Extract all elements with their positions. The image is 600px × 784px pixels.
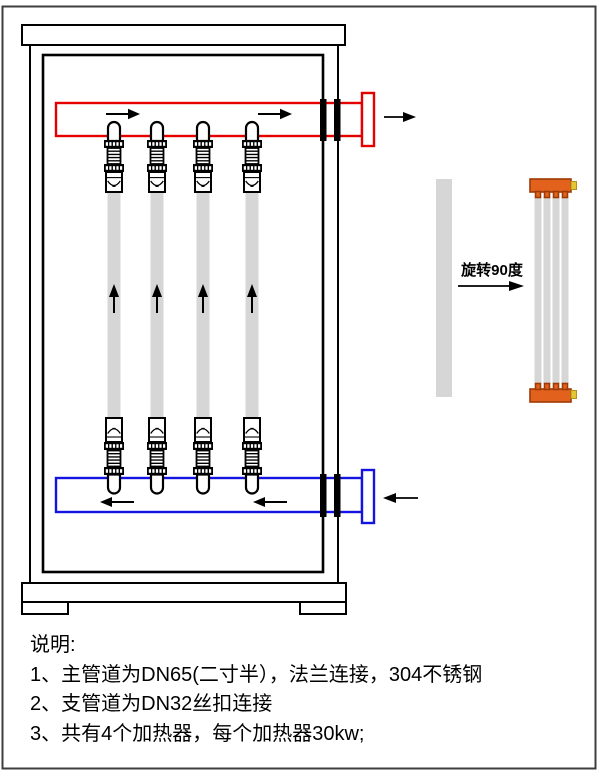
flow-left-arrow-icon: [253, 497, 287, 507]
front-view-top-header: [529, 178, 572, 199]
wall-seal-icon: [320, 99, 327, 141]
front-view-tube: [534, 197, 542, 384]
heater-front-view: [529, 178, 577, 403]
note-item-1: 1、主管道为DN65(二寸半），法兰连接，304不锈钢: [30, 663, 483, 686]
outlet-arrow-icon: [384, 112, 416, 122]
flow-left-arrow-icon: [100, 497, 134, 507]
wall-seal-icon: [320, 474, 327, 517]
wall-seal-icon: [334, 99, 341, 141]
page-border: [1, 5, 597, 770]
inlet-flange: [360, 468, 376, 525]
cabinet-foot-left: [21, 601, 69, 615]
rotate-90-label: 旋转90度: [461, 262, 523, 279]
cabinet-base: [21, 582, 347, 603]
cabinet-foot-right: [299, 601, 347, 615]
front-view-tube: [561, 197, 569, 384]
front-view-bottom-tab: [570, 390, 577, 399]
outlet-flange: [360, 91, 376, 148]
notes-block: 说明: 1、主管道为DN65(二寸半），法兰连接，304不锈钢 2、支管道为DN…: [30, 631, 570, 749]
cabinet-top-cap: [21, 24, 346, 46]
heater-side-view: [436, 179, 452, 397]
notes-title: 说明:: [30, 634, 76, 656]
front-view-tube: [552, 197, 560, 384]
front-view-bottom-header: [529, 382, 572, 403]
flow-right-arrow-icon: [106, 108, 140, 120]
note-item-2: 2、支管道为DN32丝扣连接: [30, 693, 273, 715]
flow-right-arrow-icon: [258, 108, 292, 120]
front-view-top-tab: [570, 181, 577, 190]
wall-seal-icon: [334, 474, 341, 517]
front-view-tube: [543, 197, 551, 384]
rotate-arrow-icon: [458, 281, 524, 291]
note-item-3: 3、共有4个加热器，每个加热器30kw;: [30, 722, 365, 745]
inlet-arrow-icon: [383, 493, 418, 503]
